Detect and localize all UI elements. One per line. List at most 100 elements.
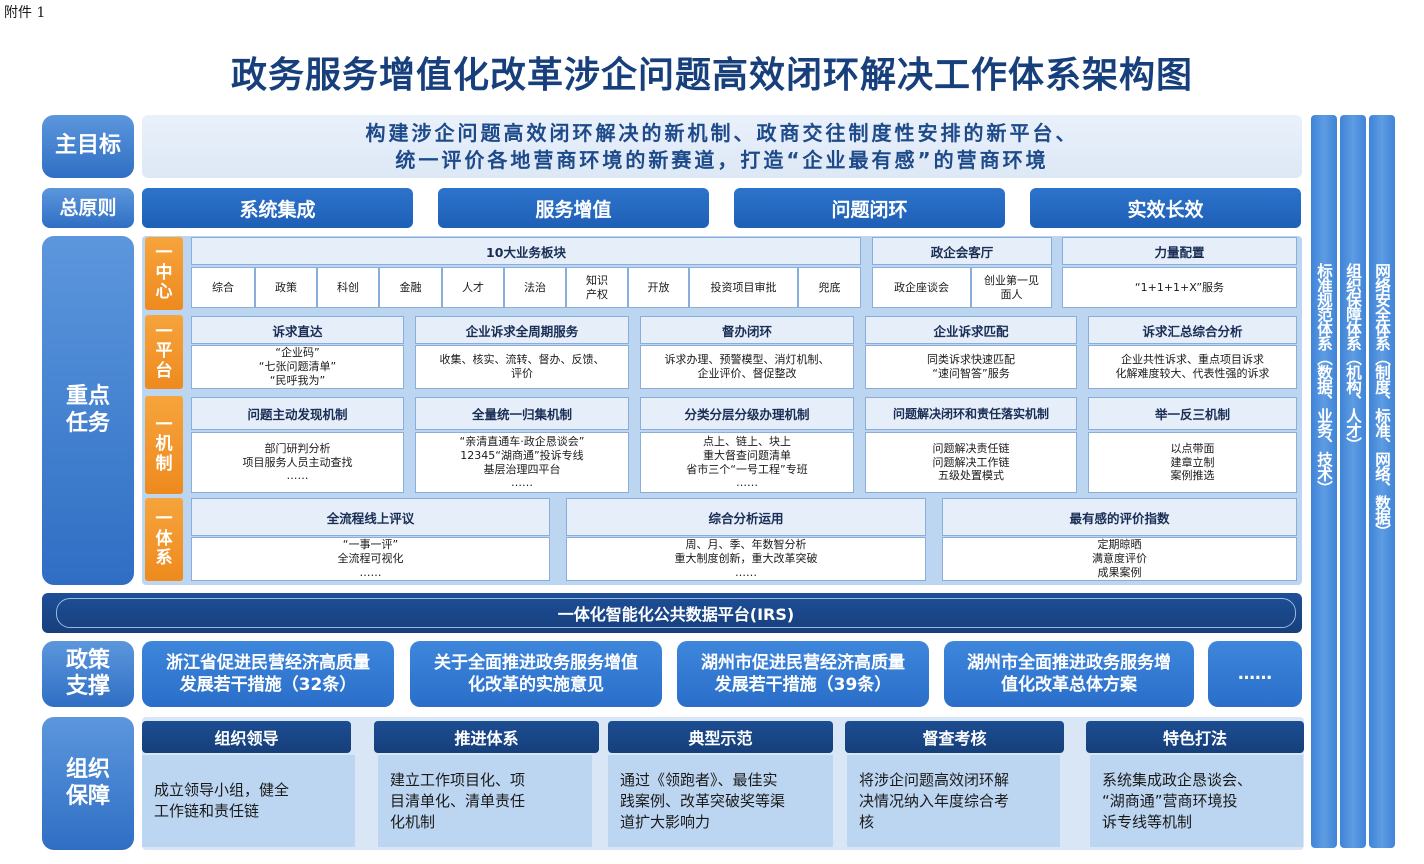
org-header: 特色打法 [1086, 721, 1304, 753]
policy-line: …… [1238, 663, 1272, 684]
body-line: 重大制度创新，重大改革突破 [674, 552, 818, 566]
body-line: …… [511, 476, 533, 490]
irs-label: 一体化智能化公共数据平台(IRS) [56, 598, 1296, 628]
platform-body: 收集、核实、流转、督办、反馈、评价 [415, 345, 629, 389]
mechanism-header: 全量统一归集机制 [415, 397, 629, 430]
system-body: 周、月、季、年数智分析重大制度创新，重大改革突破…… [566, 537, 926, 581]
org-line: 核 [859, 812, 875, 831]
biz-item: 法治 [504, 267, 566, 308]
body-line: 问题解决工作链 [932, 455, 1010, 469]
row-label-system: 一体系 [145, 498, 183, 581]
body-line: 项目服务人员主动查找 [242, 455, 353, 469]
biz-item: 开放 [628, 267, 689, 308]
biz-item: 人才 [442, 267, 504, 308]
org-line: 成立领导小组，健全 [154, 781, 290, 799]
biz-item: 综合 [191, 267, 255, 308]
platform-header: 诉求汇总综合分析 [1088, 316, 1297, 344]
body-line: 问题解决责任链 [932, 441, 1010, 455]
row-label-char: 中 [155, 262, 173, 283]
mechanism-body: 点上、链上、块上重大督查问题清单省市三个“一号工程”专班…… [640, 432, 854, 493]
body-line: 以点带面 [1170, 441, 1215, 455]
org-line: “湖商通”营商环境投 [1102, 791, 1238, 810]
body-line: 定期晾晒 [1097, 538, 1142, 552]
row-label-char: 一 [155, 509, 173, 530]
label-org-line2: 保障 [65, 783, 110, 809]
body-line: 重大督查问题清单 [703, 448, 791, 462]
org-header: 组织领导 [142, 721, 351, 753]
label-goal: 主目标 [42, 115, 134, 178]
row-label-char: 一 [155, 321, 173, 342]
policy-line: 值化改革总体方案 [1001, 675, 1137, 695]
body-line: “民呼我为” [269, 373, 326, 387]
label-policy-line2: 支撑 [65, 674, 110, 699]
label-key-tasks: 重点 任务 [42, 236, 134, 585]
body-line: …… [286, 469, 309, 483]
row-label-char: 平 [155, 341, 173, 362]
label-org-line1: 组织 [65, 757, 110, 783]
body-line: “速问智答”服务 [932, 367, 1010, 380]
body-line: 同类诉求快速匹配 [927, 353, 1015, 367]
org-line: 目清单化、清单责任 [390, 791, 526, 810]
org-text: 成立领导小组，健全工作链和责任链 [154, 780, 289, 822]
body-line: 成果案例 [1097, 565, 1142, 579]
org-text: 系统集成政企恳谈会、“湖商通”营商环境投诉专线等机制 [1102, 770, 1252, 833]
body-line: …… [735, 565, 757, 579]
body-line: 建章立制 [1170, 455, 1215, 469]
system-header: 综合分析运用 [566, 498, 926, 536]
system-header: 最有感的评价指数 [942, 498, 1297, 536]
body-line: “七张问题清单” [258, 360, 337, 374]
page-title: 政务服务增值化改革涉企问题高效闭环解决工作体系架构图 [230, 55, 1193, 96]
org-body: 将涉企问题高效闭环解决情况纳入年度综合考核 [847, 755, 1060, 847]
org-text: 通过《领跑者》、最佳实践案例、改革突破奖等渠道扩大影响力 [620, 770, 785, 833]
biz-item: 政策 [255, 267, 317, 308]
body-line: …… [359, 565, 382, 579]
biz-item: 投资项目审批 [689, 267, 798, 308]
side-bar-standards: 标准规范体系（数据、业务、技术） [1311, 115, 1337, 848]
mechanism-body: 问题解决责任链问题解决工作链五级处置模式 [865, 432, 1077, 493]
body-line: 满意度评价 [1092, 552, 1147, 566]
policy-line: 湖州市全面推进政务服务增 [967, 652, 1171, 673]
org-line: 诉专线等机制 [1102, 812, 1193, 831]
row-label-char: 制 [155, 453, 173, 474]
goal-line2: 统一评价各地营商环境的新赛道，打造“企业最有感”的营商环境 [395, 147, 1049, 172]
annex-label: 附件 1 [4, 5, 46, 21]
body-line: …… [736, 476, 758, 490]
biz-item: 知识产权 [566, 267, 628, 308]
mechanism-body: 部门研判分析项目服务人员主动查找…… [191, 432, 404, 493]
policy-line: 湖州市促进民营经济高质量 [701, 652, 905, 673]
irs-bar [42, 593, 1302, 633]
platform-header: 企业诉求全周期服务 [415, 316, 629, 344]
platform-body: 企业共性诉求、重点项目诉求化解难度较大、代表性强的诉求 [1088, 345, 1297, 389]
biz-title: 10大业务板块 [191, 237, 861, 265]
org-body: 成立领导小组，健全工作链和责任链 [142, 755, 355, 847]
row-label-mechanism: 一机制 [145, 396, 183, 494]
body-line: “亲清直通车·政企恳谈会” [459, 435, 585, 448]
body-line: “一事一评” [342, 538, 399, 552]
body-line: 基层治理四平台 [483, 462, 561, 476]
body-line: 化解难度较大、代表性强的诉求 [1115, 367, 1270, 380]
org-header: 典型示范 [608, 721, 833, 753]
system-body: “一事一评”全流程可视化…… [191, 537, 550, 581]
body-line: 部门研判分析 [264, 441, 331, 455]
policy-card: 湖州市促进民营经济高质量发展若干措施（39条） [677, 641, 929, 707]
body-line: 企业评价、督促整改 [697, 367, 797, 380]
biz-item: 金融 [379, 267, 442, 308]
org-line: 工作链和责任链 [154, 802, 260, 820]
policy-line: 发展若干措施（32条） [179, 675, 357, 695]
body-line: 周、月、季、年数智分析 [685, 538, 807, 552]
side-bar-network-security: 网络安全体系（制度、标准、网络、数据） [1369, 115, 1395, 848]
row-label-char: 台 [155, 360, 173, 381]
label-principle: 总原则 [42, 188, 134, 228]
row-label-platform: 一平台 [145, 315, 183, 389]
force-body: “1+1+1+X”服务 [1062, 267, 1297, 308]
mechanism-header: 分类分层分级办理机制 [640, 397, 854, 430]
hall-title: 政企会客厅 [872, 237, 1052, 265]
row-label-center: 一中心 [145, 237, 183, 310]
body-line: 评价 [511, 367, 533, 380]
platform-header: 企业诉求匹配 [865, 316, 1077, 344]
policy-line: 浙江省促进民营经济高质量 [166, 652, 370, 673]
policy-line: 关于全面推进政务服务增值 [434, 652, 638, 673]
mechanism-header: 问题主动发现机制 [191, 397, 404, 430]
platform-body: 诉求办理、预警模型、消灯机制、企业评价、督促整改 [640, 345, 854, 389]
biz-item: 科创 [317, 267, 379, 308]
